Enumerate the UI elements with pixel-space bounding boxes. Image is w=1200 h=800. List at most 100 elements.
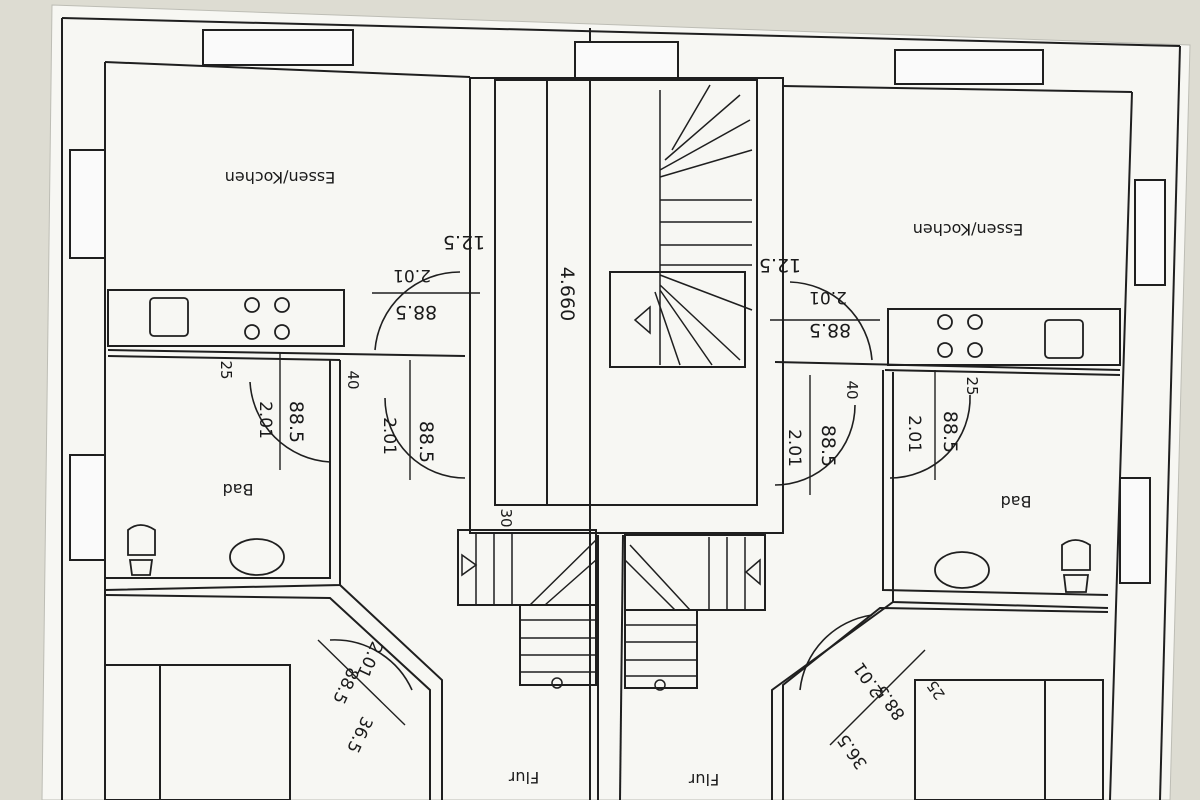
dim-left-wall-thickness: 12.5 (443, 231, 485, 253)
left-kitchen-counter (107, 289, 345, 347)
window-right-lower (1119, 477, 1151, 584)
left-kitchen-wall (107, 349, 466, 357)
window-left-upper (69, 149, 106, 259)
dim-right-hall-door-height: 2.01 (784, 429, 804, 467)
left-sink (149, 297, 189, 337)
right-hob-3 (937, 342, 953, 358)
right-hall-door-arc (774, 404, 856, 486)
right-washbasin (934, 551, 990, 589)
left-toilet (127, 524, 156, 576)
right-kitchen-label: Essen/Kochen (913, 220, 1024, 239)
inner-wall-top-left (104, 61, 471, 78)
right-bath-label: Bad (1001, 492, 1032, 511)
window-top-right (894, 49, 1044, 85)
left-stair-treads (475, 532, 597, 673)
landing-arrow (633, 305, 651, 335)
party-wall-c (619, 534, 624, 800)
window-top-center (574, 41, 679, 79)
right-hob-1 (937, 314, 953, 330)
dimension-ticks (279, 292, 936, 746)
tread-9 (659, 274, 753, 311)
fixtures (127, 297, 1091, 593)
right-bath-door-arc (889, 394, 971, 479)
dim-right-bath-door-height: 2.01 (904, 415, 924, 453)
right-stair-run (624, 609, 698, 689)
dim-right-hall-door-width: 88.5 (817, 425, 839, 467)
right-stair-arrow (744, 558, 761, 586)
right-hob-4 (967, 342, 983, 358)
walls (61, 17, 1181, 800)
right-stair-post (654, 679, 666, 691)
outer-wall-top (61, 17, 1181, 47)
right-kitchen-wall-b (884, 369, 1121, 376)
dim-left-kitchen-door-height: 2.01 (393, 265, 431, 285)
dim-left-bath-door-width: 88.5 (285, 401, 307, 443)
left-bath-door-arc (249, 381, 331, 463)
right-kitchen-wall (774, 361, 1121, 371)
right-bath-wall (882, 370, 1109, 596)
windows (69, 29, 1166, 584)
left-washbasin (229, 538, 285, 576)
tick-right-bedroom (829, 649, 926, 746)
paper-sheet (41, 4, 1191, 800)
left-hall-label: Flur (508, 768, 539, 787)
dim-left-bath-door-height: 2.01 (255, 401, 275, 439)
inner-wall-top-right (782, 85, 1133, 93)
left-stair-arrow (461, 553, 478, 577)
stair-hall-inner (494, 79, 758, 506)
stair-landing (609, 271, 746, 368)
right-toilet (1061, 539, 1091, 593)
left-stair-post (551, 677, 563, 689)
dim-right-kitchen-door-width: 88.5 (809, 319, 851, 341)
left-hob-1 (244, 297, 260, 313)
tread-12 (654, 291, 681, 366)
left-bed (159, 664, 291, 800)
tread-6 (659, 119, 751, 171)
dim-right-wall-thickness: 12.5 (759, 254, 801, 276)
room-labels: Essen/Kochen Essen/Kochen Bad Bad Flur F… (223, 168, 1032, 789)
dim-left-partition: 40 (344, 370, 362, 389)
dim-right-bath-door-width: 88.5 (939, 411, 961, 453)
dim-right-partition: 40 (843, 380, 861, 399)
outer-wall-right (1159, 45, 1181, 800)
tread-7 (664, 94, 741, 161)
inner-wall-right (1109, 91, 1133, 800)
tread-8 (671, 84, 711, 151)
dim-left-hall-door-width: 88.5 (415, 421, 437, 463)
left-kitchen-door-arc (374, 271, 461, 351)
tread-11 (659, 289, 713, 366)
dim-right-kitchen-door-height: 2.01 (809, 287, 847, 307)
right-bedroom-wall-b (771, 601, 894, 800)
tread-10 (659, 284, 741, 361)
left-bath-label: Bad (223, 480, 254, 499)
right-sink (1044, 319, 1084, 359)
right-hob-2 (967, 314, 983, 330)
window-top-left (202, 29, 354, 66)
right-bed (914, 679, 1046, 800)
dim-left-hall-door-height: 2.01 (379, 417, 399, 455)
right-kitchen-door-arc (789, 281, 873, 361)
left-hob-4 (274, 324, 290, 340)
stair-treads (461, 84, 761, 691)
right-stair-treads (624, 537, 746, 677)
door-swings (249, 271, 971, 691)
tread-5 (659, 149, 753, 178)
left-bedroom-wall (104, 594, 431, 800)
window-left-lower (69, 454, 106, 561)
left-stair-run (519, 604, 597, 686)
dim-stair-length: 4.660 (556, 267, 578, 321)
left-hob-2 (274, 297, 290, 313)
left-kitchen-wall-b (107, 355, 341, 361)
left-hob-3 (244, 324, 260, 340)
left-hall-door-arc (384, 397, 466, 479)
left-kitchen-label: Essen/Kochen (225, 168, 336, 187)
window-right-upper (1134, 179, 1166, 286)
dim-center-gap: 30 (497, 508, 515, 527)
dimension-labels: 4.660 12.5 12.5 30 88.5 2.01 88.5 2.01 2… (217, 231, 981, 773)
left-bedroom-door-arc (329, 639, 413, 691)
dim-left-bath-wall: 25 (217, 360, 235, 379)
left-bath-wall (105, 360, 331, 579)
right-bedroom-door-arc (799, 614, 873, 691)
dim-left-kitchen-door-width: 88.5 (395, 301, 437, 323)
